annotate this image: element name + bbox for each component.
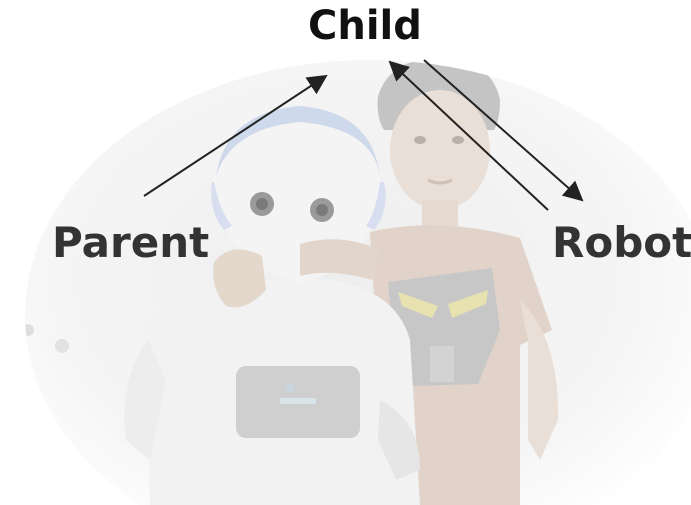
arrow-child-to-robot xyxy=(423,59,584,202)
parent-label: Parent xyxy=(52,218,210,267)
arrow-robot-to-child xyxy=(388,60,549,211)
child-label: Child xyxy=(308,3,422,49)
child-hand xyxy=(213,249,266,308)
arrow-parent-to-child xyxy=(143,74,328,197)
robot-label: Robot xyxy=(552,218,691,267)
robot-figure xyxy=(124,106,420,505)
background-toys xyxy=(25,324,69,353)
